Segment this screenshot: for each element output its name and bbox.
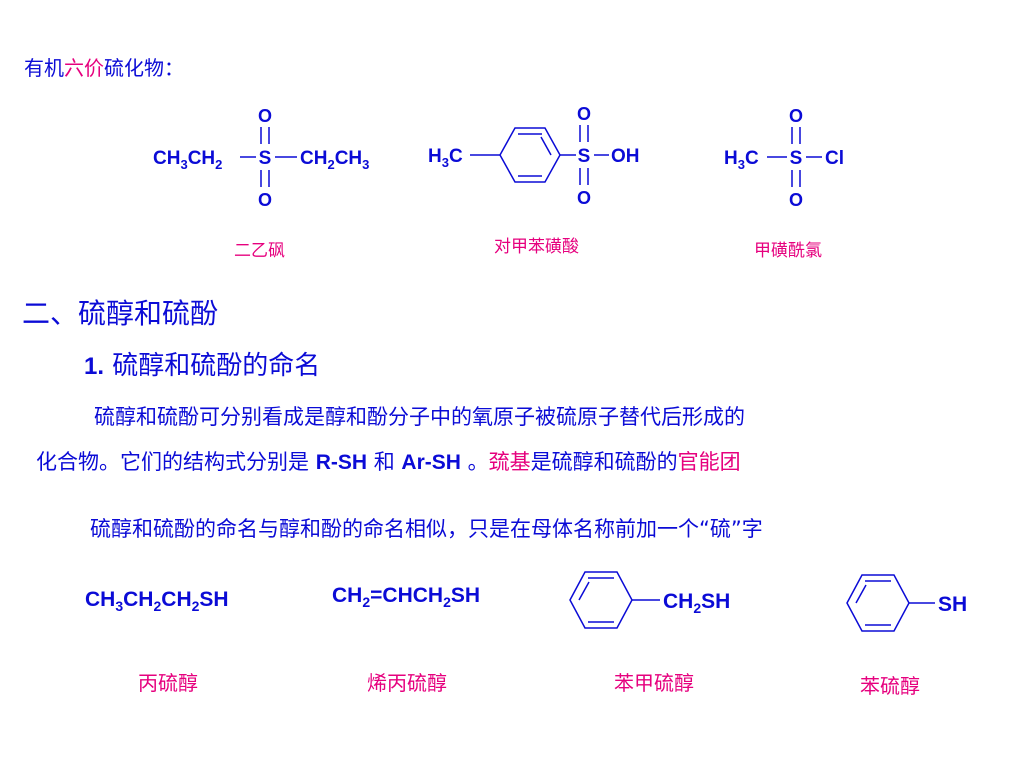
benzyl-thiol-structure: CH2SH xyxy=(569,571,730,629)
methanesulfonyl-chloride-structure: O H3C S Cl O xyxy=(724,106,844,210)
thiophenol-structure: SH xyxy=(846,574,967,632)
section-heading: 二、硫醇和硫酚 xyxy=(22,297,219,330)
line2-prefix: 化合物。它们的结构式分别是 xyxy=(36,450,309,474)
paragraph1-line1: 硫醇和硫酚可分别看成是醇和酚分子中的氧原子被硫原子替代后形成的 xyxy=(94,405,745,429)
bottom-oxygen: O xyxy=(789,190,803,210)
thiol-name-4: 苯硫醇 xyxy=(860,674,920,698)
and-word: 和 xyxy=(373,450,395,474)
bottom-oxygen: O xyxy=(258,190,272,210)
bottom-oxygen: O xyxy=(577,188,591,208)
paragraph2: 硫醇和硫酚的命名与醇和酚的命名相似，只是在母体名称前加一个“硫”字 xyxy=(90,517,763,541)
sulfur-atom: S xyxy=(790,148,803,169)
left-group: CH3CH2 xyxy=(153,148,222,172)
title-suffix: 硫化物： xyxy=(104,56,184,80)
ar-group: Ar- xyxy=(401,451,432,474)
line2-middle: 是硫醇和硫酚的 xyxy=(530,450,678,474)
paragraph1-line2: 化合物。它们的结构式分别是 R-SH 和 Ar-SH 。巯基是硫醇和硫酚的官能团 xyxy=(36,446,741,476)
sh-group-2: SH xyxy=(431,451,461,474)
subsection-number: 1. xyxy=(84,353,105,380)
top-oxygen: O xyxy=(789,106,803,126)
compound-name-3: 甲磺酰氯 xyxy=(754,241,822,261)
substituent: SH xyxy=(938,593,967,616)
thiol-name-2: 烯丙硫醇 xyxy=(367,671,447,695)
title-prefix: 有机 xyxy=(24,56,64,80)
diethyl-sulfone-structure: O CH3CH2 S CH2CH3 O xyxy=(153,106,369,210)
substituent: CH2SH xyxy=(663,590,730,616)
period: 。 xyxy=(467,450,489,474)
sulfur-atom: S xyxy=(578,146,591,167)
methyl-group: H3C xyxy=(724,148,759,172)
subsection-heading: 1. 硫醇和硫酚的命名 xyxy=(84,345,320,382)
subsection-title: 硫醇和硫酚的命名 xyxy=(112,351,321,381)
top-oxygen: O xyxy=(258,106,272,126)
right-group: CH2CH3 xyxy=(300,148,369,172)
functional-group: 官能团 xyxy=(677,450,741,474)
compound-name-1: 二乙砜 xyxy=(234,241,285,261)
methyl-group: H3C xyxy=(428,146,463,170)
functional-name: 巯基 xyxy=(488,450,531,474)
title-highlight: 六价 xyxy=(64,56,104,80)
slide-title: 有机六价硫化物： xyxy=(24,52,184,81)
thiol-name-3: 苯甲硫醇 xyxy=(614,671,694,695)
chlorine-atom: Cl xyxy=(825,148,844,169)
allyl-thiol-formula: CH2=CHCH2SH xyxy=(332,584,481,611)
hydroxyl-group: OH xyxy=(611,146,640,167)
sulfur-atom: S xyxy=(259,148,272,169)
sh-group-1: SH xyxy=(337,451,368,474)
top-oxygen: O xyxy=(577,104,591,124)
p-toluenesulfonic-acid-structure: H3C O S OH O xyxy=(428,104,640,208)
thiol-name-1: 丙硫醇 xyxy=(138,671,198,695)
r-group: R- xyxy=(315,451,338,474)
compound-name-2: 对甲苯磺酸 xyxy=(494,237,579,257)
propanethiol-formula: CH3CH2CH2SH xyxy=(85,588,229,615)
